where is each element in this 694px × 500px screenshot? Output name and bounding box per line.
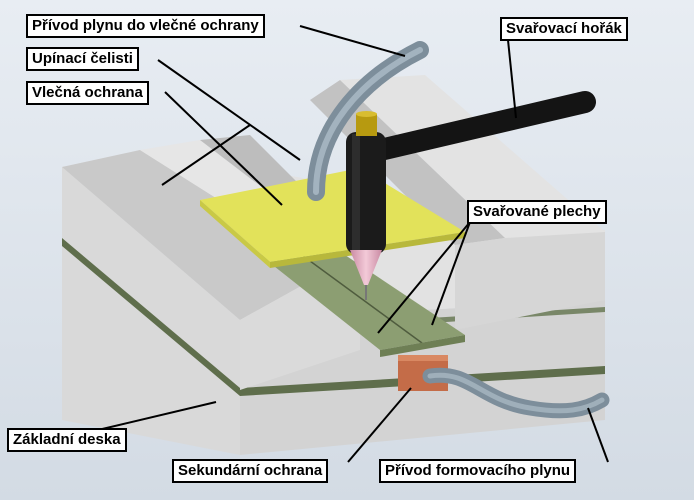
- torch-nozzle: [350, 250, 382, 285]
- leader-base-plate: [97, 401, 217, 431]
- label-gas-supply-trailing-shield: Přívod plynu do vlečné ochrany: [26, 14, 265, 38]
- layer-stripe-left: [62, 238, 240, 396]
- leader-secondary-shield: [347, 387, 412, 463]
- label-welding-torch: Svařovací hořák: [500, 17, 628, 41]
- label-clamping-jaws: Upínací čelisti: [26, 47, 139, 71]
- welding-torch: [346, 91, 596, 300]
- leader-forming-gas: [587, 407, 609, 463]
- welded-sheets: [260, 245, 465, 357]
- leader-jaws-left: [161, 124, 251, 186]
- leader-trailing-shield: [164, 91, 283, 206]
- label-secondary-shield: Sekundární ochrana: [172, 459, 329, 483]
- weld-seam: [294, 249, 423, 344]
- leader-torch: [507, 39, 517, 119]
- leader-lines: [97, 25, 609, 463]
- torch-cap: [356, 114, 377, 136]
- leader-sheets-left: [377, 221, 471, 334]
- leader-sheets-right: [431, 221, 471, 326]
- label-trailing-shield: Vlečná ochrana: [26, 81, 149, 105]
- label-welded-sheets: Svařované plechy: [467, 200, 607, 224]
- label-forming-gas-supply: Přívod formovacího plynu: [379, 459, 577, 483]
- label-base-plate: Základní deska: [7, 428, 127, 452]
- leader-gas-supply: [299, 25, 406, 57]
- leader-jaws-right: [157, 59, 301, 161]
